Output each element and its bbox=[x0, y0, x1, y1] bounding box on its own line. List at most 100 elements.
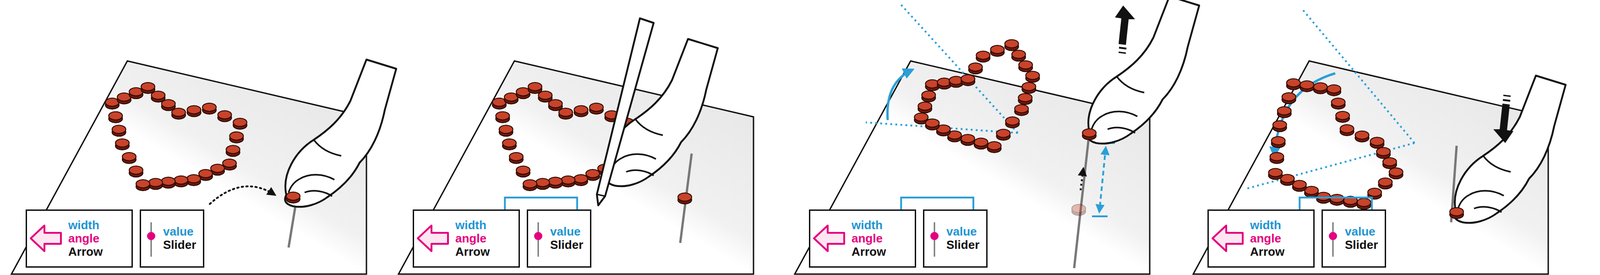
chip bbox=[115, 138, 130, 150]
arrow-card: widthangleArrow bbox=[1207, 209, 1315, 268]
chip-top bbox=[538, 91, 552, 100]
chip-top bbox=[1335, 111, 1350, 120]
hand bbox=[284, 59, 397, 207]
slider-knob bbox=[930, 231, 939, 241]
chip-top bbox=[115, 138, 130, 148]
chip bbox=[509, 152, 524, 164]
parameter-label: width bbox=[1250, 218, 1282, 232]
chip bbox=[589, 103, 604, 115]
chip bbox=[141, 82, 155, 94]
chip bbox=[976, 50, 990, 62]
chip-top bbox=[1021, 82, 1036, 91]
parameter-label: value bbox=[163, 224, 194, 239]
chip-top bbox=[229, 131, 244, 141]
chip bbox=[1330, 194, 1344, 206]
chip bbox=[1011, 49, 1026, 61]
link-bracket bbox=[1299, 197, 1372, 210]
chip bbox=[286, 191, 301, 203]
angle-line bbox=[900, 3, 1018, 133]
chip-top bbox=[976, 50, 990, 60]
chip bbox=[151, 91, 165, 103]
link-bracket bbox=[901, 197, 974, 210]
chip-top bbox=[961, 74, 975, 83]
slider-card: valueSlider bbox=[922, 209, 988, 268]
chip-top bbox=[968, 62, 983, 71]
chip bbox=[968, 62, 983, 74]
chip-top bbox=[677, 192, 692, 202]
card-title: Slider bbox=[1344, 238, 1378, 252]
chip-top bbox=[1286, 78, 1301, 88]
parameter-label: angle bbox=[455, 231, 487, 246]
slider-icon bbox=[528, 210, 550, 267]
slider-chip bbox=[677, 192, 692, 204]
card-text: valueSlider bbox=[163, 224, 197, 252]
down-arrow-stripe bbox=[1503, 95, 1511, 97]
chip-top bbox=[1340, 124, 1355, 133]
chip-top bbox=[1299, 80, 1314, 89]
chip bbox=[1021, 82, 1036, 94]
parameter-label: value bbox=[946, 224, 978, 239]
chip-top bbox=[1005, 116, 1020, 126]
chip bbox=[1271, 136, 1286, 148]
chip-top bbox=[186, 174, 201, 183]
arrow-card: widthangleArrow bbox=[412, 209, 520, 268]
chip-top bbox=[495, 111, 510, 121]
up-arrow bbox=[1114, 5, 1136, 45]
chip bbox=[1004, 39, 1019, 51]
chip-top bbox=[561, 175, 575, 185]
chip bbox=[1340, 124, 1355, 136]
chip-top bbox=[1331, 98, 1346, 107]
chip bbox=[925, 119, 940, 131]
arrow-icon bbox=[414, 210, 454, 267]
card-title: Arrow bbox=[1250, 245, 1285, 259]
slider-knob bbox=[534, 231, 543, 241]
chip-top bbox=[218, 110, 232, 120]
chip bbox=[1286, 78, 1301, 90]
chip-top bbox=[1071, 204, 1086, 213]
chip-top bbox=[286, 191, 301, 201]
up-arrow-stripe bbox=[1119, 47, 1127, 49]
chip bbox=[538, 91, 552, 103]
arrow-card: widthangleArrow bbox=[808, 209, 917, 268]
chip bbox=[1376, 147, 1391, 159]
arrow-symbol bbox=[1212, 225, 1243, 252]
chip-top bbox=[914, 113, 929, 122]
chip-top bbox=[226, 145, 241, 154]
chip bbox=[561, 175, 575, 187]
parameter-label: value bbox=[1344, 224, 1376, 239]
chip-top bbox=[1330, 194, 1344, 203]
chip bbox=[961, 134, 975, 146]
card-text: widthangleArrow bbox=[851, 218, 886, 259]
chip-top bbox=[535, 178, 550, 187]
arrow-symbol bbox=[30, 225, 61, 252]
chip-top bbox=[1313, 82, 1328, 92]
chip-top bbox=[1382, 157, 1397, 166]
card-title: Slider bbox=[163, 238, 197, 252]
slider-card: valueSlider bbox=[139, 209, 205, 268]
chip bbox=[677, 192, 692, 204]
chip-top bbox=[548, 177, 563, 186]
chip-group bbox=[105, 82, 247, 191]
chip-top bbox=[210, 163, 225, 173]
chip-top bbox=[1014, 104, 1029, 113]
chip bbox=[1335, 111, 1350, 123]
arrow-icon bbox=[810, 210, 850, 267]
chip-top bbox=[1018, 60, 1033, 69]
chip-top bbox=[1378, 177, 1393, 186]
chip-top bbox=[136, 179, 150, 188]
card-title: Slider bbox=[550, 238, 584, 252]
card-text: widthangleArrow bbox=[1250, 218, 1285, 259]
move-arrow bbox=[209, 186, 275, 204]
slider-icon bbox=[1322, 210, 1344, 267]
chip-top bbox=[585, 169, 600, 178]
chip bbox=[148, 178, 163, 190]
chip-top bbox=[1272, 120, 1287, 129]
chip-top bbox=[233, 118, 247, 127]
panel bbox=[11, 59, 397, 274]
card-text: valueSlider bbox=[550, 224, 584, 252]
chip-top bbox=[198, 169, 213, 178]
card-title: Arrow bbox=[851, 245, 886, 259]
chip bbox=[1357, 198, 1371, 210]
down-arrow bbox=[1493, 103, 1514, 143]
